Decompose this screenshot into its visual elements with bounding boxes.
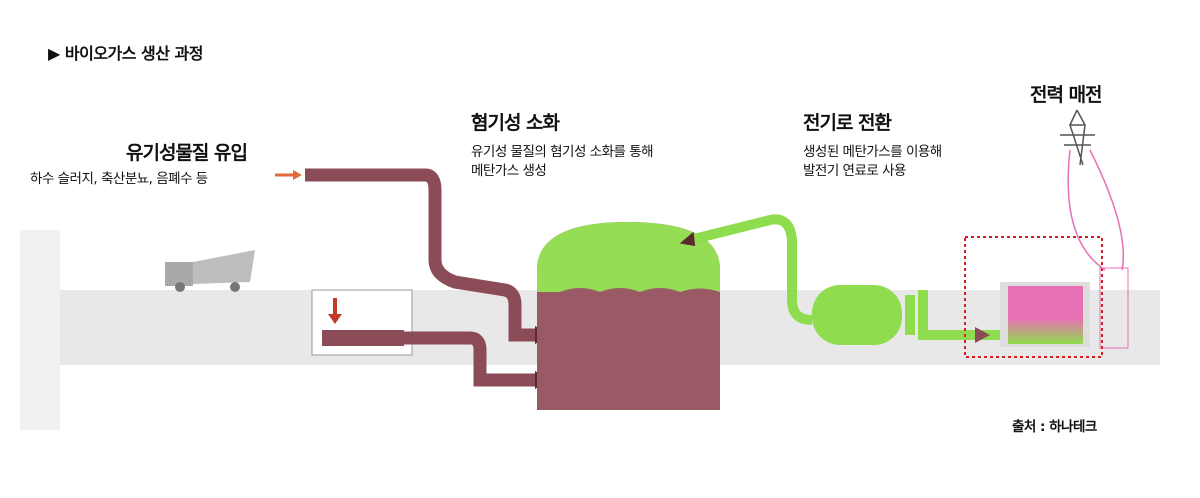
generator bbox=[1008, 286, 1083, 344]
power-line bbox=[1067, 149, 1125, 271]
step-desc-digestion-2: 메탄가스 생성 bbox=[471, 163, 547, 179]
gas-holder bbox=[812, 285, 902, 345]
diagram-title: ▶ 바이오가스 생산 과정 bbox=[48, 44, 204, 63]
step-heading-intake: 유기성물질 유입 bbox=[126, 142, 248, 164]
left-fade bbox=[20, 230, 60, 430]
step-heading-digestion: 혐기성 소화 bbox=[471, 112, 560, 134]
transformer bbox=[1099, 267, 1129, 349]
step-heading-conversion: 전기로 전환 bbox=[803, 112, 892, 134]
step-heading-sale: 전력 매전 bbox=[1030, 84, 1103, 106]
intake-pit bbox=[311, 289, 413, 356]
gas-pipe bbox=[688, 214, 813, 325]
gas-arrow-icon bbox=[679, 231, 696, 247]
step-desc-conversion-1: 생성된 메탄가스를 이용해 bbox=[803, 144, 942, 160]
fuel-arrow-icon bbox=[975, 327, 990, 343]
power-pylon-icon bbox=[1060, 109, 1095, 166]
valve bbox=[905, 295, 915, 335]
anaerobic-digester-tank bbox=[537, 222, 720, 410]
step-desc-digestion-1: 유기성 물질의 혐기성 소화를 통해 bbox=[471, 144, 654, 160]
step-desc-conversion-2: 발전기 연료로 사용 bbox=[803, 163, 906, 179]
source-credit: 출처 : 하나테크 bbox=[1012, 419, 1097, 435]
input-arrow-head bbox=[293, 170, 302, 180]
step-desc-intake: 하수 슬러지, 축산분뇨, 음폐수 등 bbox=[30, 171, 208, 187]
highlight-box bbox=[964, 236, 1103, 358]
dump-truck-icon bbox=[165, 250, 255, 292]
valve bbox=[918, 290, 928, 340]
sludge-pipes bbox=[305, 168, 540, 387]
